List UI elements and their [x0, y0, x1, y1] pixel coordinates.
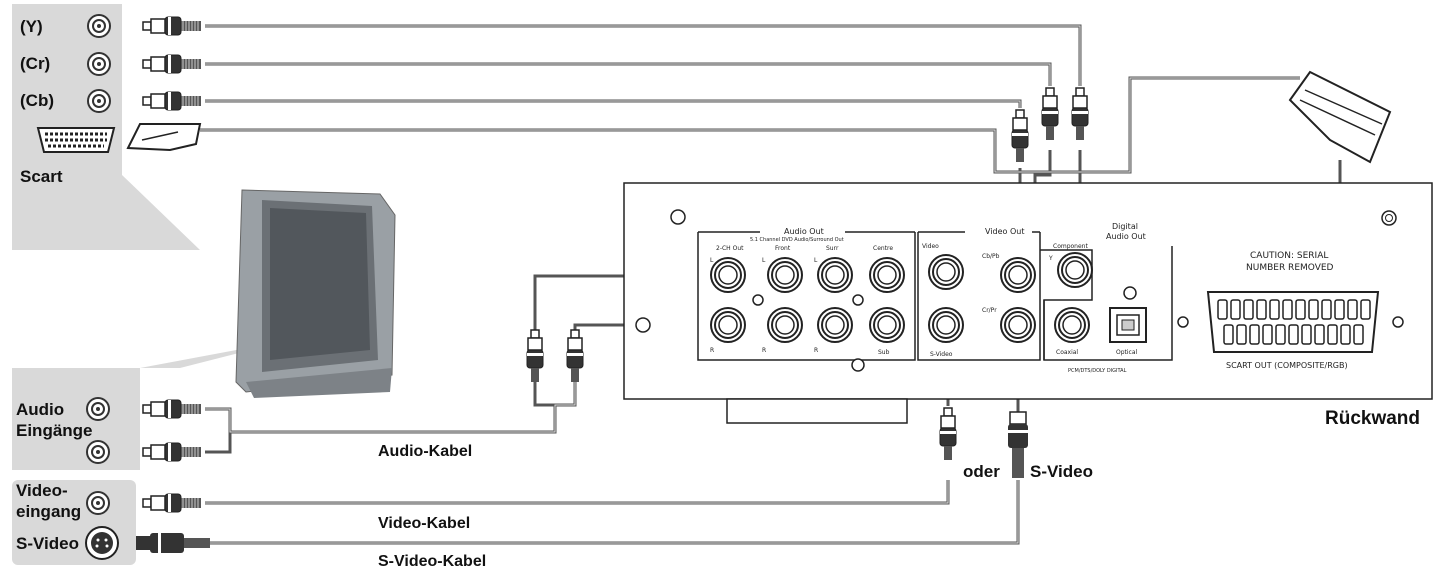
- svideo-panel-label: S-Video: [930, 351, 953, 358]
- jack-y-icon: [1057, 252, 1093, 288]
- tv-icon: [235, 189, 396, 398]
- video-label: Video: [922, 243, 939, 250]
- audio-input-label-1: Audio: [16, 400, 64, 419]
- scart-input-jack-icon: [36, 127, 116, 153]
- scart-cable-plug-icon: [126, 123, 202, 152]
- cr-cable-plug-icon: [142, 54, 202, 74]
- r-label-3: R: [814, 347, 818, 354]
- jack-front-r-icon: [767, 307, 803, 343]
- jack-svideo-icon: [928, 307, 964, 343]
- digital-title-2: Audio Out: [1106, 232, 1146, 241]
- jack-coaxial-icon: [1054, 307, 1090, 343]
- scart-input-label: Scart: [20, 167, 63, 186]
- sub-label: Sub: [878, 349, 890, 356]
- jack-surr-l-icon: [817, 257, 853, 293]
- caution-line-2: NUMBER REMOVED: [1246, 263, 1334, 273]
- oder-label: oder: [963, 462, 1000, 481]
- jack-2ch-l-icon: [710, 257, 746, 293]
- video-input-label-1: Video-: [16, 481, 68, 500]
- y-input-label: (Y): [20, 17, 43, 36]
- l-label-1: L: [710, 257, 714, 264]
- l-label-2: L: [762, 257, 766, 264]
- cr-input-label: (Cr): [20, 54, 50, 73]
- tv-input-panel-audio: [12, 340, 290, 470]
- coaxial-label: Coaxial: [1056, 349, 1078, 356]
- video-cable-plug-icon: [142, 493, 202, 513]
- two-ch-label: 2-CH Out: [716, 245, 744, 252]
- r-label-1: R: [710, 347, 714, 354]
- jack-sub-icon: [869, 307, 905, 343]
- video-cable-label: Video-Kabel: [378, 515, 470, 532]
- surr-label: Surr: [826, 245, 839, 252]
- audio-l-input-jack-icon: [86, 397, 110, 421]
- jack-2ch-r-icon: [710, 307, 746, 343]
- front-label: Front: [775, 245, 791, 252]
- cb-input-jack-icon: [87, 89, 111, 113]
- video-input-label-2: eingang: [16, 502, 81, 521]
- audio-input-label-2: Eingänge: [16, 421, 93, 440]
- r-label-2: R: [762, 347, 766, 354]
- jack-cb-icon: [1000, 257, 1036, 293]
- cb-label: Cb/Pb: [982, 253, 1000, 260]
- jack-front-l-icon: [767, 257, 803, 293]
- audio-l-cable-plug-icon: [142, 399, 202, 419]
- cb-cable-plug-icon: [142, 91, 202, 111]
- audio-r-input-jack-icon: [86, 440, 110, 464]
- y-input-jack-icon: [87, 14, 111, 38]
- audio-l-player-plug-icon: [526, 329, 544, 383]
- cr-input-jack-icon: [87, 52, 111, 76]
- cr-label: Cr/Pr: [982, 307, 997, 314]
- video-input-jack-icon: [86, 491, 110, 515]
- audio-out-subtitle: 5.1 Channel DVD Audio/Surround Out: [750, 237, 844, 243]
- video-player-plug-icon: [939, 407, 957, 461]
- rear-panel-caption: Rückwand: [1325, 408, 1420, 429]
- scart-out-jack-icon: [1206, 291, 1380, 353]
- jack-centre-icon: [869, 257, 905, 293]
- optical-jack-icon: [1109, 307, 1147, 343]
- y-label: Y: [1048, 255, 1053, 262]
- scart-out-label: SCART OUT (COMPOSITE/RGB): [1226, 361, 1348, 370]
- digital-title-1: Digital: [1112, 222, 1138, 231]
- caution-line-1: CAUTION: SERIAL: [1250, 251, 1328, 261]
- svideo-input-label: S-Video: [16, 534, 79, 553]
- component-label: Component: [1053, 243, 1088, 250]
- jack-video-icon: [928, 254, 964, 290]
- y-cable-plug-icon: [142, 16, 202, 36]
- y-player-plug-icon: [1071, 87, 1089, 141]
- optical-label: Optical: [1116, 349, 1138, 356]
- svideo-cable-label: S-Video-Kabel: [378, 553, 486, 570]
- l-label-3: L: [814, 257, 818, 264]
- cr-player-plug-icon: [1041, 87, 1059, 141]
- svideo-player-plug-icon: [1008, 411, 1028, 478]
- cb-player-plug-icon: [1011, 109, 1029, 163]
- audio-cable-label: Audio-Kabel: [378, 443, 472, 460]
- audio-out-title: Audio Out: [784, 227, 824, 236]
- svideo-plug-label: S-Video: [1030, 462, 1093, 481]
- jack-surr-r-icon: [817, 307, 853, 343]
- audio-r-player-plug-icon: [566, 329, 584, 383]
- rear-panel: [623, 182, 1433, 424]
- audio-r-cable-plug-icon: [142, 442, 202, 462]
- scart-player-plug-icon: [1288, 70, 1392, 164]
- centre-label: Centre: [873, 245, 893, 252]
- jack-cr-icon: [1000, 307, 1036, 343]
- video-out-title: Video Out: [985, 227, 1024, 236]
- formats-label: PCM/DTS/DOLY DIGITAL: [1068, 368, 1127, 374]
- cb-input-label: (Cb): [20, 91, 54, 110]
- svideo-cable-plug-icon: [136, 533, 210, 553]
- svideo-input-jack-icon: [85, 526, 119, 560]
